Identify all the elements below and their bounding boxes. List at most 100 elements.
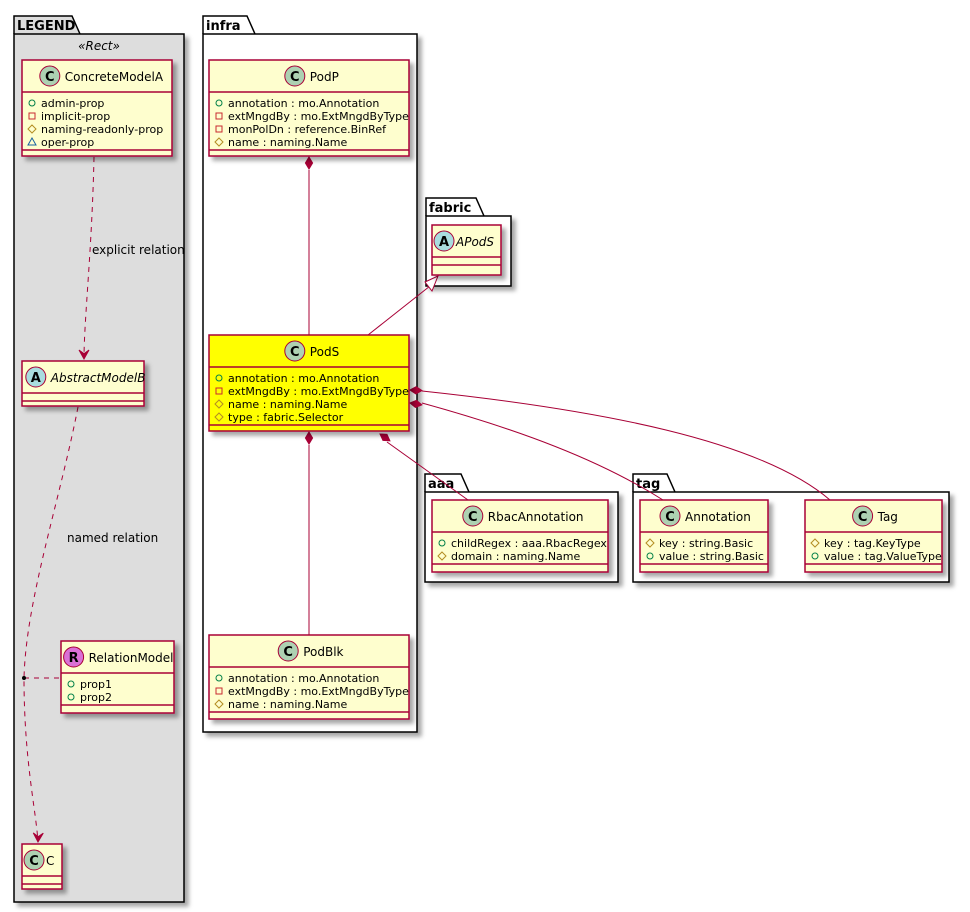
class-attribute: key : string.Basic [659, 537, 753, 550]
composition-diamond-tag [409, 386, 423, 395]
abstract-kind-icon [433, 230, 455, 252]
class-name: PodBlk [303, 645, 343, 659]
class-name: APodS [455, 235, 494, 249]
private-visibility-icon [28, 112, 36, 120]
composition-diamond-annotation [409, 399, 423, 409]
class-kind-icon [462, 505, 484, 527]
composition-diamond-rbac [379, 433, 391, 442]
association-point [22, 676, 26, 680]
class-box [208, 634, 410, 720]
class-kind-icon [284, 65, 306, 87]
edge-pods-tag [421, 390, 831, 501]
public-visibility-icon [646, 552, 654, 560]
class-name: PodS [310, 345, 339, 359]
private-visibility-icon [215, 125, 223, 133]
private-visibility-icon [215, 687, 223, 695]
protected-visibility-icon [437, 551, 447, 561]
relation-kind-icon [63, 646, 85, 668]
class-box [60, 640, 175, 714]
class-box [431, 499, 609, 573]
class-attribute: annotation : mo.Annotation [228, 372, 379, 385]
package-label: tag [636, 477, 660, 492]
protected-visibility-icon [214, 699, 224, 709]
class-kind-icon [852, 505, 874, 527]
class-name: ConcreteModelA [65, 70, 164, 84]
dependency-arrowhead [78, 349, 90, 361]
edge-label-explicit-relation: explicit relation [92, 243, 185, 257]
class-box [804, 499, 943, 573]
class-attribute: name : naming.Name [228, 698, 348, 711]
class-kind-letter: A [31, 371, 41, 386]
class-box [208, 59, 410, 157]
package-body [13, 33, 185, 903]
package-tab [13, 15, 81, 35]
class-kind-letter: C [858, 510, 868, 525]
package-label: infra [206, 19, 241, 34]
class-kind-icon [277, 640, 299, 662]
package-tab [202, 15, 256, 35]
class-kind-icon [39, 65, 61, 87]
package-label: LEGEND [17, 19, 76, 34]
protected-visibility-icon [214, 137, 224, 147]
public-visibility-icon [67, 680, 75, 688]
package-label: fabric [429, 201, 471, 216]
class-attribute: monPolDn : reference.BinRef [228, 123, 387, 136]
public-visibility-icon [215, 374, 223, 382]
class-attribute: annotation : mo.Annotation [228, 97, 379, 110]
class-attribute: extMngdBy : mo.ExtMngdByType [228, 685, 409, 698]
package-legend: LEGEND«Rect» [13, 15, 185, 903]
private-visibility-icon [215, 387, 223, 395]
class-attribute: prop2 [80, 691, 112, 704]
dependency-arrowhead [32, 832, 44, 844]
edge-named-relation [23, 406, 79, 843]
class-attribute: type : fabric.Selector [228, 411, 344, 424]
class-kind-letter: R [69, 651, 79, 666]
class-kind-letter: C [45, 70, 55, 85]
composition-diamond-podblk [304, 431, 314, 445]
class-kind-icon [284, 340, 306, 362]
package-tab [632, 473, 676, 493]
package-tab [424, 473, 470, 493]
class-name: C [46, 854, 54, 868]
class-attribute: domain : naming.Name [451, 550, 581, 563]
edge-pods-rbacannotation [386, 441, 469, 501]
class-name: RbacAnnotation [488, 510, 584, 524]
class-box [208, 334, 410, 432]
class-attribute: admin-prop [41, 97, 104, 110]
class-attribute: value : string.Basic [659, 550, 764, 563]
protected-visibility-icon [214, 399, 224, 409]
class-kind-letter: A [439, 235, 449, 250]
class-attribute: name : naming.Name [228, 398, 348, 411]
class-kind-letter: C [283, 645, 293, 660]
private-visibility-icon [215, 112, 223, 120]
class-kind-letter: C [290, 345, 300, 360]
protected-visibility-icon [214, 412, 224, 422]
class-attribute: oper-prop [41, 136, 94, 149]
composition-diamond-podp [304, 156, 314, 170]
public-visibility-icon [438, 539, 446, 547]
public-visibility-icon [28, 99, 36, 107]
class-kind-icon [23, 849, 45, 871]
class-APodS[interactable]: A APodS [431, 224, 502, 276]
class-attribute: extMngdBy : mo.ExtMngdByType [228, 110, 409, 123]
class-kind-icon [659, 505, 681, 527]
class-kind-letter: C [29, 854, 39, 869]
class-attribute: childRegex : aaa.RbacRegex [451, 537, 607, 550]
package-tab [425, 197, 485, 217]
public-visibility-icon [811, 552, 819, 560]
class-name: RelationModel [89, 651, 174, 665]
protected-visibility-icon [27, 124, 37, 134]
class-attribute: naming-readonly-prop [41, 123, 163, 136]
class-name: PodP [310, 70, 339, 84]
